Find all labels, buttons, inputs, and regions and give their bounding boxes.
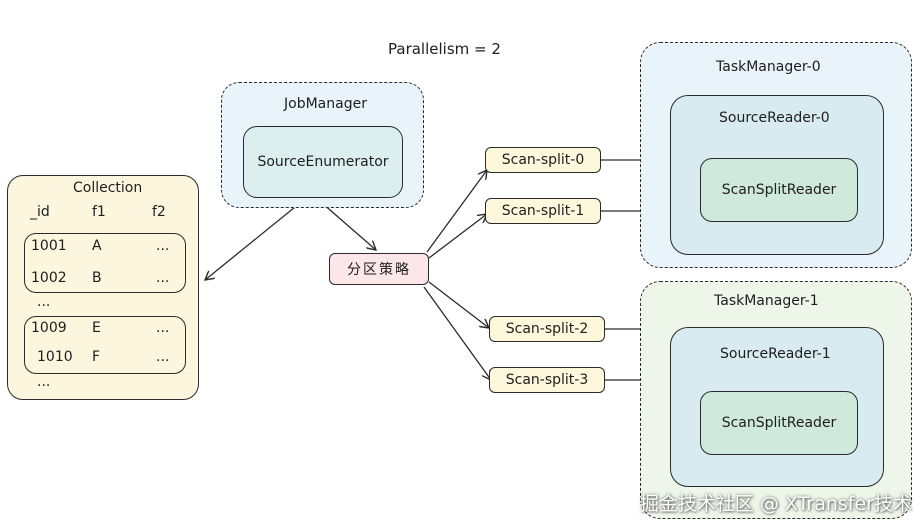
cell-id: 1010 bbox=[37, 349, 73, 365]
arrow-strategy-to-split-0 bbox=[426, 170, 487, 253]
scan-split-0: Scan-split-0 bbox=[485, 147, 601, 173]
cell-f2: ... bbox=[156, 320, 170, 336]
scan-split-reader-1-label: ScanSplitReader bbox=[721, 415, 837, 431]
cell-f2: ... bbox=[156, 238, 170, 254]
partition-strategy-label: 分区策略 bbox=[347, 262, 411, 278]
scan-split-label: Scan-split-1 bbox=[501, 203, 585, 219]
arrow-strategy-to-split-2 bbox=[428, 281, 489, 328]
source-enumerator-box: SourceEnumerator bbox=[243, 126, 403, 198]
parallelism-title: Parallelism = 2 bbox=[388, 40, 501, 58]
scan-split-reader-1-box: ScanSplitReader bbox=[700, 391, 858, 455]
arrow-strategy-to-split-1 bbox=[428, 214, 487, 259]
column-header-f2: f2 bbox=[152, 204, 166, 220]
jobmanager-label: JobManager bbox=[284, 96, 367, 112]
column-header-id: _id bbox=[30, 204, 50, 220]
cell-id: 1009 bbox=[31, 320, 67, 336]
watermark-text: 掘金技术社区 @ XTransfer技术 bbox=[639, 493, 912, 515]
scan-split-2: Scan-split-2 bbox=[489, 316, 605, 342]
arrow-jobmanager-to-collection bbox=[205, 202, 301, 280]
scan-split-label: Scan-split-3 bbox=[505, 372, 589, 388]
cell-f1: A bbox=[92, 238, 102, 254]
taskmanager-1-label: TaskManager-1 bbox=[714, 293, 819, 309]
scan-split-label: Scan-split-0 bbox=[501, 152, 585, 168]
cell-f1: B bbox=[92, 270, 102, 286]
source-reader-0-label: SourceReader-0 bbox=[719, 110, 830, 126]
ellipsis: ... bbox=[37, 294, 51, 310]
cell-f2: ... bbox=[156, 270, 170, 286]
scan-split-1: Scan-split-1 bbox=[485, 198, 601, 224]
scan-split-reader-0-box: ScanSplitReader bbox=[700, 158, 858, 222]
scan-split-reader-0-label: ScanSplitReader bbox=[721, 182, 837, 198]
scan-split-label: Scan-split-2 bbox=[505, 321, 589, 337]
collection-label: Collection bbox=[73, 180, 143, 196]
cell-f1: F bbox=[92, 349, 101, 365]
row-group-1 bbox=[24, 233, 186, 293]
source-reader-1-label: SourceReader-1 bbox=[720, 346, 831, 362]
partition-strategy-box: 分区策略 bbox=[329, 253, 429, 285]
ellipsis: ... bbox=[37, 374, 51, 390]
scan-split-3: Scan-split-3 bbox=[489, 367, 605, 393]
column-header-f1: f1 bbox=[92, 204, 106, 220]
arrow-strategy-to-split-3 bbox=[423, 286, 491, 380]
taskmanager-0-label: TaskManager-0 bbox=[716, 59, 821, 75]
source-enumerator-label: SourceEnumerator bbox=[257, 154, 389, 170]
cell-f2: ... bbox=[156, 349, 170, 365]
arrow-jobmanager-to-strategy bbox=[321, 202, 376, 250]
cell-id: 1001 bbox=[31, 238, 67, 254]
cell-id: 1002 bbox=[31, 270, 67, 286]
row-group-2 bbox=[24, 316, 186, 374]
cell-f1: E bbox=[92, 320, 101, 336]
